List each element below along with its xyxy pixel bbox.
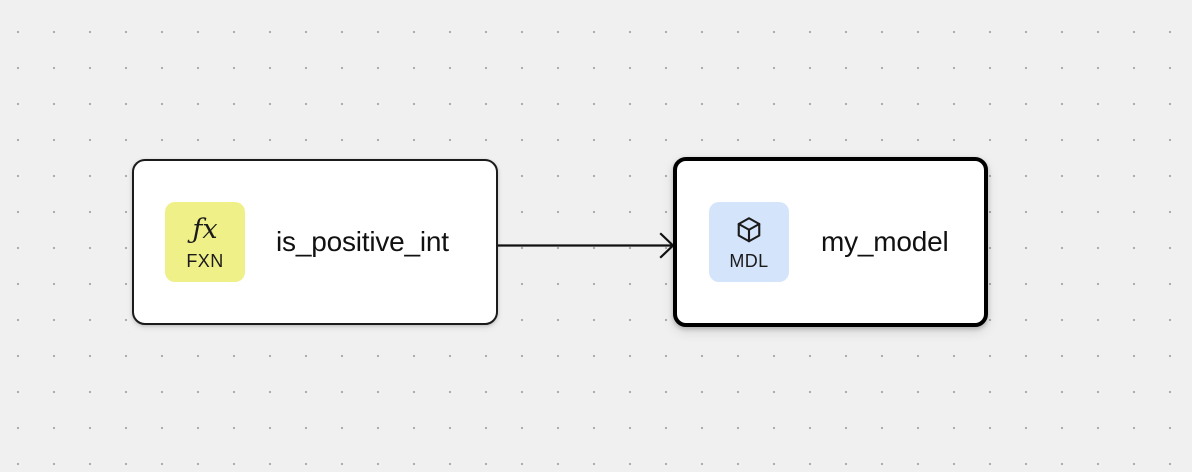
edge-arrowhead bbox=[659, 232, 675, 259]
cube-icon bbox=[734, 213, 764, 247]
badge-label-mdl: MDL bbox=[729, 250, 769, 271]
node-my-model[interactable]: MDL my_model bbox=[673, 157, 988, 327]
node-type-badge-mdl: MDL bbox=[709, 202, 789, 282]
badge-label-fxn: FXN bbox=[186, 250, 224, 271]
node-title-my-model: my_model bbox=[821, 226, 949, 257]
node-type-badge-fxn: ƒx FXN bbox=[165, 202, 245, 282]
node-is-positive-int[interactable]: ƒx FXN is_positive_int bbox=[132, 159, 498, 325]
node-title-is-positive-int: is_positive_int bbox=[276, 226, 449, 257]
function-fx-icon: ƒx bbox=[192, 214, 218, 245]
edge-fxn-to-model[interactable] bbox=[498, 232, 675, 259]
